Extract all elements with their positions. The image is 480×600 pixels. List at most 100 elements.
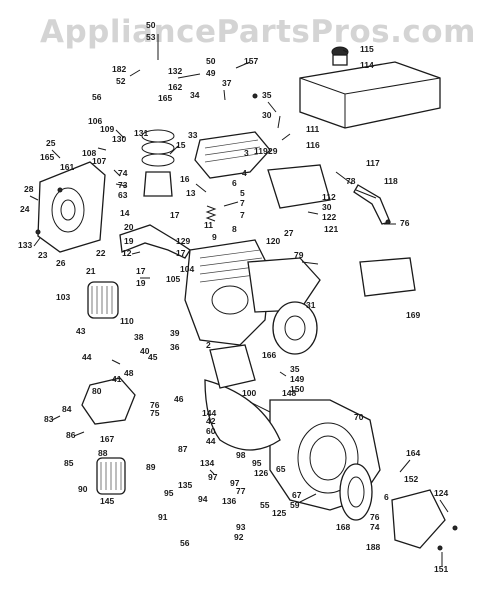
callout: 8 [232, 224, 237, 234]
callout: 37 [222, 78, 232, 88]
cylinder-head [194, 131, 271, 179]
callout: 131 [134, 128, 148, 138]
callout: 56 [92, 92, 102, 102]
callout: 126 [254, 468, 268, 478]
crankshaft [119, 224, 191, 259]
callout: 6 [384, 492, 389, 502]
callout: 41 [112, 374, 122, 384]
callout: 35 [262, 90, 272, 100]
callout: 98 [236, 450, 246, 460]
callout: 13 [186, 188, 196, 198]
callout: 148 [282, 388, 296, 398]
leader-lines [29, 34, 449, 566]
callout: 162 [168, 82, 182, 92]
callout: 14 [120, 208, 130, 218]
callout: 188 [366, 542, 380, 552]
callout: 134 [200, 458, 214, 468]
callout: 4 [242, 168, 247, 178]
callout: 119 [254, 146, 268, 156]
callout: 151 [434, 564, 448, 574]
callout: 74 [118, 168, 128, 178]
callout: 7 [240, 210, 245, 220]
callout: 24 [20, 204, 30, 214]
callout: 31 [306, 300, 316, 310]
callout: 107 [92, 156, 106, 166]
callout: 115 [360, 44, 374, 54]
valve-spring [205, 205, 217, 222]
callout: 77 [236, 486, 246, 496]
callout: 75 [150, 408, 160, 418]
exhaust-pipe [353, 184, 391, 225]
callout: 105 [166, 274, 180, 284]
callout: 97 [230, 478, 240, 488]
callout: 26 [56, 258, 66, 268]
callout: 59 [290, 500, 300, 510]
callout: 85 [64, 458, 74, 468]
crankcase-cover [37, 161, 106, 253]
callout: 30 [262, 110, 272, 120]
callout: 165 [40, 152, 54, 162]
callout: 118 [384, 176, 398, 186]
oil-filter [96, 457, 126, 495]
control-panel [247, 257, 321, 313]
callout: 46 [174, 394, 184, 404]
callout: 16 [180, 174, 190, 184]
callout: 34 [190, 90, 200, 100]
callout: 168 [336, 522, 350, 532]
callout: 36 [170, 342, 180, 352]
callout: 109 [100, 124, 114, 134]
callout: 27 [284, 228, 294, 238]
callout: 25 [46, 138, 56, 148]
callout: 95 [164, 488, 174, 498]
callout: 108 [82, 148, 96, 158]
callout: 6 [232, 178, 237, 188]
callout: 80 [92, 386, 102, 396]
callout: 56 [180, 538, 190, 548]
callout: 12 [122, 248, 132, 258]
callout: 164 [406, 448, 420, 458]
callout: 132 [168, 66, 182, 76]
callout: 106 [88, 116, 102, 126]
callout: 114 [360, 60, 374, 70]
callout: 28 [24, 184, 34, 194]
callout: 22 [96, 248, 106, 258]
callout: 17 [136, 266, 146, 276]
callout: 95 [252, 458, 262, 468]
callout: 121 [324, 224, 338, 234]
callout: 5 [240, 188, 245, 198]
callout: 20 [124, 222, 134, 232]
recoil-starter [272, 301, 318, 355]
callout: 182 [112, 64, 126, 74]
callout: 43 [76, 326, 86, 336]
callout: 65 [276, 464, 286, 474]
callout: 152 [404, 474, 418, 484]
callout: 9 [212, 232, 217, 242]
watermark: AppliancePartsPros.com [40, 14, 476, 50]
callout: 7 [240, 198, 245, 208]
callout: 145 [100, 496, 114, 506]
callout: 55 [260, 500, 270, 510]
callout: 157 [244, 56, 258, 66]
callout: 3 [244, 148, 249, 158]
callout: 103 [56, 292, 70, 302]
callout: 84 [62, 404, 72, 414]
callout: 74 [370, 522, 380, 532]
callout: 169 [406, 310, 420, 320]
callout: 53 [146, 32, 156, 42]
callout: 40 [140, 346, 150, 356]
pulley [339, 463, 373, 521]
callout: 166 [262, 350, 276, 360]
callout: 23 [38, 250, 48, 260]
fuel-tank [299, 46, 441, 129]
callout: 94 [198, 494, 208, 504]
callout: 88 [98, 448, 108, 458]
callout: 165 [158, 93, 172, 103]
callout: 83 [44, 414, 54, 424]
callout: 19 [136, 278, 146, 288]
callout: 42 [206, 416, 216, 426]
callout: 30 [322, 202, 332, 212]
callout: 90 [78, 484, 88, 494]
callout: 49 [206, 68, 216, 78]
